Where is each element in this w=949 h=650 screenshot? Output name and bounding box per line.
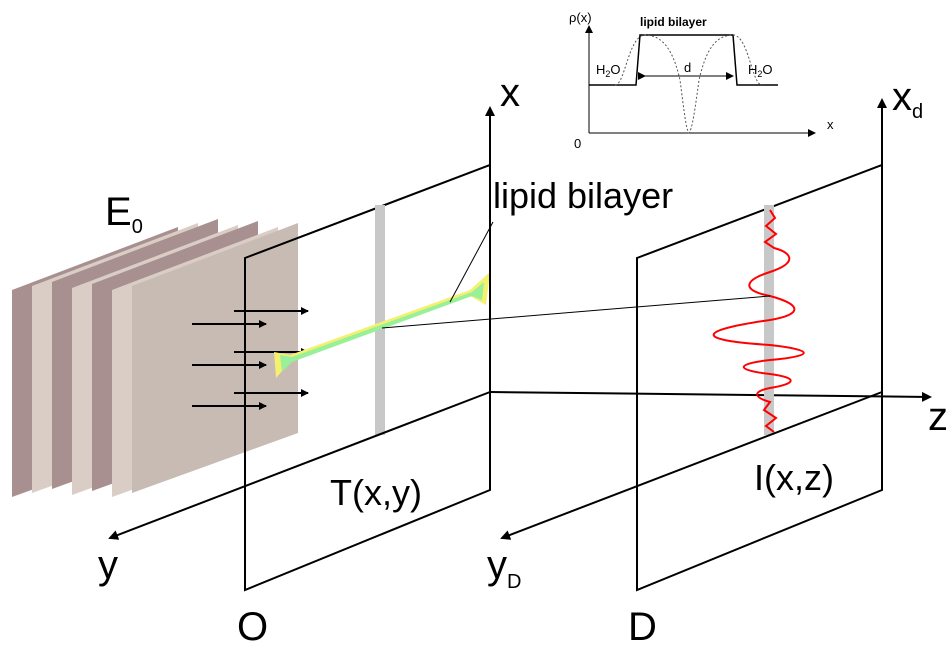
object-y-axis	[108, 391, 491, 540]
detector-plane	[636, 163, 883, 592]
object-x-label: x	[500, 71, 520, 115]
projection-ray	[381, 295, 771, 329]
inset-thickness-label: d	[684, 60, 691, 75]
object-axes	[108, 106, 932, 540]
detector-y-axis	[500, 391, 883, 540]
intensity-profile	[712, 209, 805, 433]
projection-lines	[381, 221, 771, 329]
inset-title: lipid bilayer	[640, 15, 707, 29]
z-axis-label: z	[928, 395, 948, 439]
incident-arrows	[192, 307, 309, 410]
object-plane	[244, 163, 491, 592]
detector-plane-label: D	[628, 605, 657, 645]
detector-y-label: yD	[487, 543, 521, 593]
intensity-label: I(x,z)	[754, 457, 834, 498]
object-plane-label: O	[237, 605, 268, 645]
inset-right-region: H2O	[748, 62, 773, 79]
object-strip	[375, 205, 385, 435]
lipid-bilayer-film	[274, 272, 490, 378]
inset-origin-label: 0	[574, 136, 581, 151]
object-function-label: T(x,y)	[330, 472, 422, 513]
detector-axes	[500, 98, 887, 540]
detector-x-label: xd	[892, 75, 923, 123]
inset-box-profile	[589, 34, 778, 86]
inset-ylabel: ρ(x)	[569, 10, 592, 25]
z-axis	[489, 391, 932, 402]
inset-smooth-profile	[614, 34, 763, 134]
object-y-label: y	[98, 543, 118, 587]
bilayer-callout-label: lipid bilayer	[493, 175, 673, 216]
inset-xlabel: x	[827, 117, 834, 132]
density-profile-inset: ρ(x) lipid bilayer H2O H2O d 0 x	[569, 10, 834, 151]
bilayer-callout-line	[449, 221, 494, 303]
source-label: E0	[105, 190, 143, 238]
inset-left-region: H2O	[596, 62, 621, 79]
incident-wave-plates	[12, 219, 298, 497]
